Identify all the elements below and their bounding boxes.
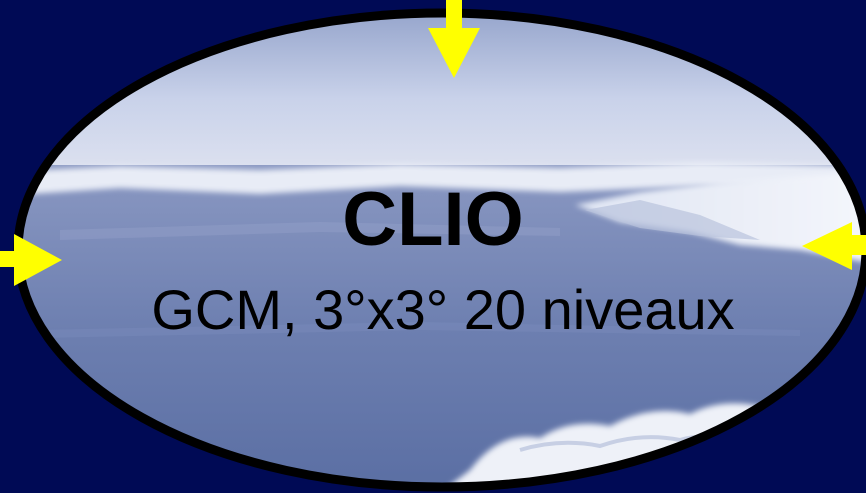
arrow-top-down-icon [428,0,480,78]
arrow-left-right-icon [0,234,62,286]
slide-subtitle: GCM, 3°x3° 20 niveaux [151,278,735,341]
slide-title: CLIO [342,177,524,262]
arrow-right-left-icon [802,222,866,270]
